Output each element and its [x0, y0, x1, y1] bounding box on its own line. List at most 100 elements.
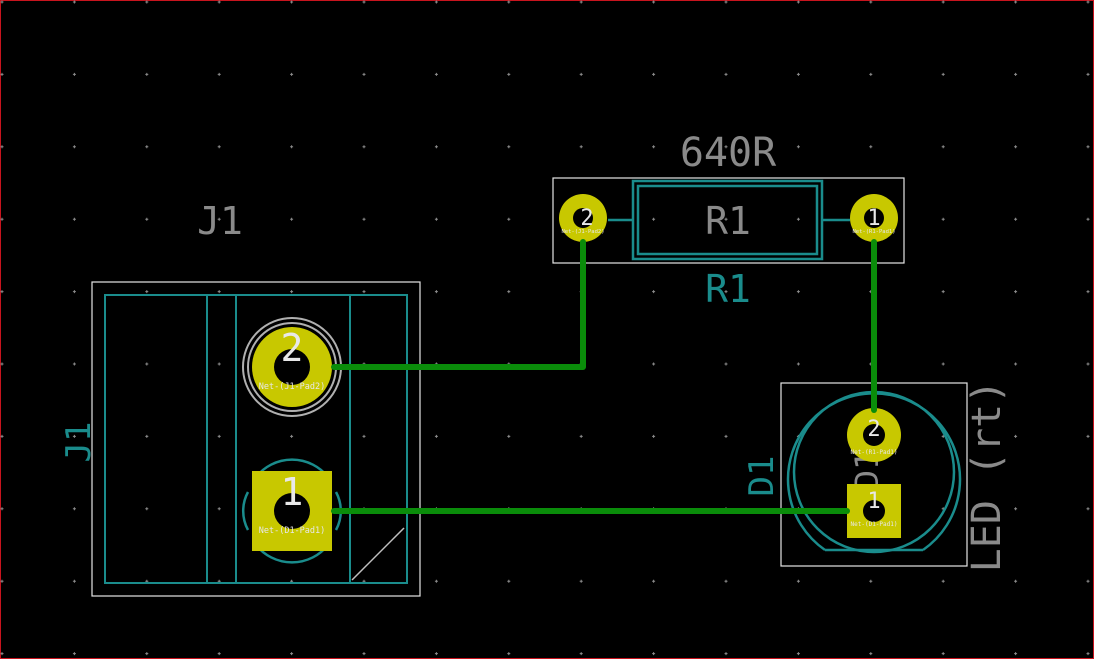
- grid-dot: [0, 0, 4, 4]
- grid-dot: [652, 579, 656, 583]
- grid-dot: [1014, 217, 1018, 221]
- grid-dot: [1014, 362, 1018, 366]
- grid-dot: [362, 290, 366, 294]
- grid-dot: [72, 145, 76, 149]
- d1-pad2-drill: [863, 424, 885, 446]
- grid-dot: [362, 217, 366, 221]
- grid-dot: [941, 434, 945, 438]
- grid-dot: [362, 72, 366, 76]
- grid-dot: [1014, 0, 1018, 4]
- grid-dot: [145, 0, 149, 4]
- grid-dot: [941, 217, 945, 221]
- grid-dot: [1014, 507, 1018, 511]
- r1-pad2-drill: [573, 208, 593, 228]
- grid-dot: [724, 290, 728, 294]
- grid-dot: [869, 579, 873, 583]
- grid-dot: [796, 652, 800, 656]
- r1-pad1-number: 1: [867, 206, 880, 231]
- grid-dot: [652, 0, 656, 4]
- grid-dot: [652, 72, 656, 76]
- grid-dot: [652, 145, 656, 149]
- j1-pad1-number: 1: [281, 470, 304, 514]
- grid-dot: [362, 0, 366, 4]
- grid-dot: [290, 217, 294, 221]
- grid-dot: [724, 579, 728, 583]
- grid-dot: [579, 0, 583, 4]
- grid-dot: [724, 145, 728, 149]
- grid-dot: [1014, 290, 1018, 294]
- r1-courtyard: [552, 177, 905, 264]
- grid-dot: [1086, 579, 1090, 583]
- grid-dot: [579, 72, 583, 76]
- r1-pad-1[interactable]: 1 Net-(R1-Pad1): [850, 194, 898, 242]
- grid-dot: [72, 72, 76, 76]
- grid-dot: [0, 652, 4, 656]
- grid-dot: [941, 0, 945, 4]
- grid-dot: [579, 579, 583, 583]
- grid-dot: [652, 217, 656, 221]
- j1-fab-outline: [104, 294, 408, 584]
- grid-dot: [145, 362, 149, 366]
- grid-dot: [796, 217, 800, 221]
- grid-dot: [1014, 579, 1018, 583]
- grid-dot: [290, 145, 294, 149]
- grid-dot: [1086, 652, 1090, 656]
- grid-dot: [72, 507, 76, 511]
- d1-pad1-net-label: Net-(D1-Pad1): [851, 521, 898, 528]
- grid-dot: [869, 0, 873, 4]
- d1-silk-reference: D1: [742, 456, 782, 497]
- r1-fab-outline: [608, 179, 850, 261]
- grid-dot: [434, 579, 438, 583]
- r1-pad-2[interactable]: 2 Net-(J1-Pad2): [559, 194, 607, 242]
- grid-dot: [724, 72, 728, 76]
- j1-courtyard: [91, 281, 421, 597]
- j1-silk-reference: J1: [197, 199, 243, 243]
- grid-dot: [507, 72, 511, 76]
- d1-pad-2[interactable]: 2 Net-(R1-Pad1): [847, 408, 901, 462]
- grid-dot: [362, 145, 366, 149]
- grid-dot: [0, 217, 4, 221]
- grid-dot: [434, 652, 438, 656]
- j1-pad-1[interactable]: 1 Net-(D1-Pad1): [252, 470, 332, 551]
- grid-dot: [0, 434, 4, 438]
- grid-dot: [1014, 72, 1018, 76]
- grid-dot: [507, 434, 511, 438]
- grid-dot: [217, 72, 221, 76]
- d1-pad2-net-label: Net-(R1-Pad1): [851, 449, 898, 456]
- grid-dot: [145, 72, 149, 76]
- grid-dot: [434, 217, 438, 221]
- grid-dot: [796, 145, 800, 149]
- grid-dot: [1086, 72, 1090, 76]
- grid-dot: [0, 362, 4, 366]
- j1-pad2-net-label: Net-(J1-Pad2): [259, 382, 326, 392]
- grid-dot: [0, 145, 4, 149]
- grid-dot: [579, 434, 583, 438]
- grid-dot: [652, 290, 656, 294]
- grid-dot: [217, 434, 221, 438]
- grid-dot: [507, 579, 511, 583]
- grid-dot: [1014, 145, 1018, 149]
- grid-dot: [507, 145, 511, 149]
- grid-dot: [217, 290, 221, 294]
- grid-dot: [290, 434, 294, 438]
- r1-value-label: 640R: [680, 130, 777, 176]
- grid-dot: [796, 290, 800, 294]
- grid-dot: [1086, 434, 1090, 438]
- grid-dot: [724, 434, 728, 438]
- grid-dot: [941, 290, 945, 294]
- footprint-r1[interactable]: 2 Net-(J1-Pad2) 1 Net-(R1-Pad1) 640R R1 …: [552, 130, 905, 311]
- j1-silk-corner-mark: [351, 527, 405, 581]
- j1-pad-2[interactable]: 2 Net-(J1-Pad2): [252, 326, 332, 407]
- grid-dot: [362, 434, 366, 438]
- track-j1-pad2-to-r1-pad2[interactable]: [331, 239, 586, 370]
- grid-dot: [145, 434, 149, 438]
- grid-dot: [145, 290, 149, 294]
- copper-tracks: [331, 239, 877, 514]
- grid-dot: [217, 507, 221, 511]
- d1-pad-1[interactable]: 1 Net-(D1-Pad1): [847, 484, 901, 538]
- r1-pad2-number: 2: [580, 206, 593, 231]
- grid-dot: [1086, 362, 1090, 366]
- j1-pad1-drill: [274, 493, 310, 529]
- grid-dot: [434, 434, 438, 438]
